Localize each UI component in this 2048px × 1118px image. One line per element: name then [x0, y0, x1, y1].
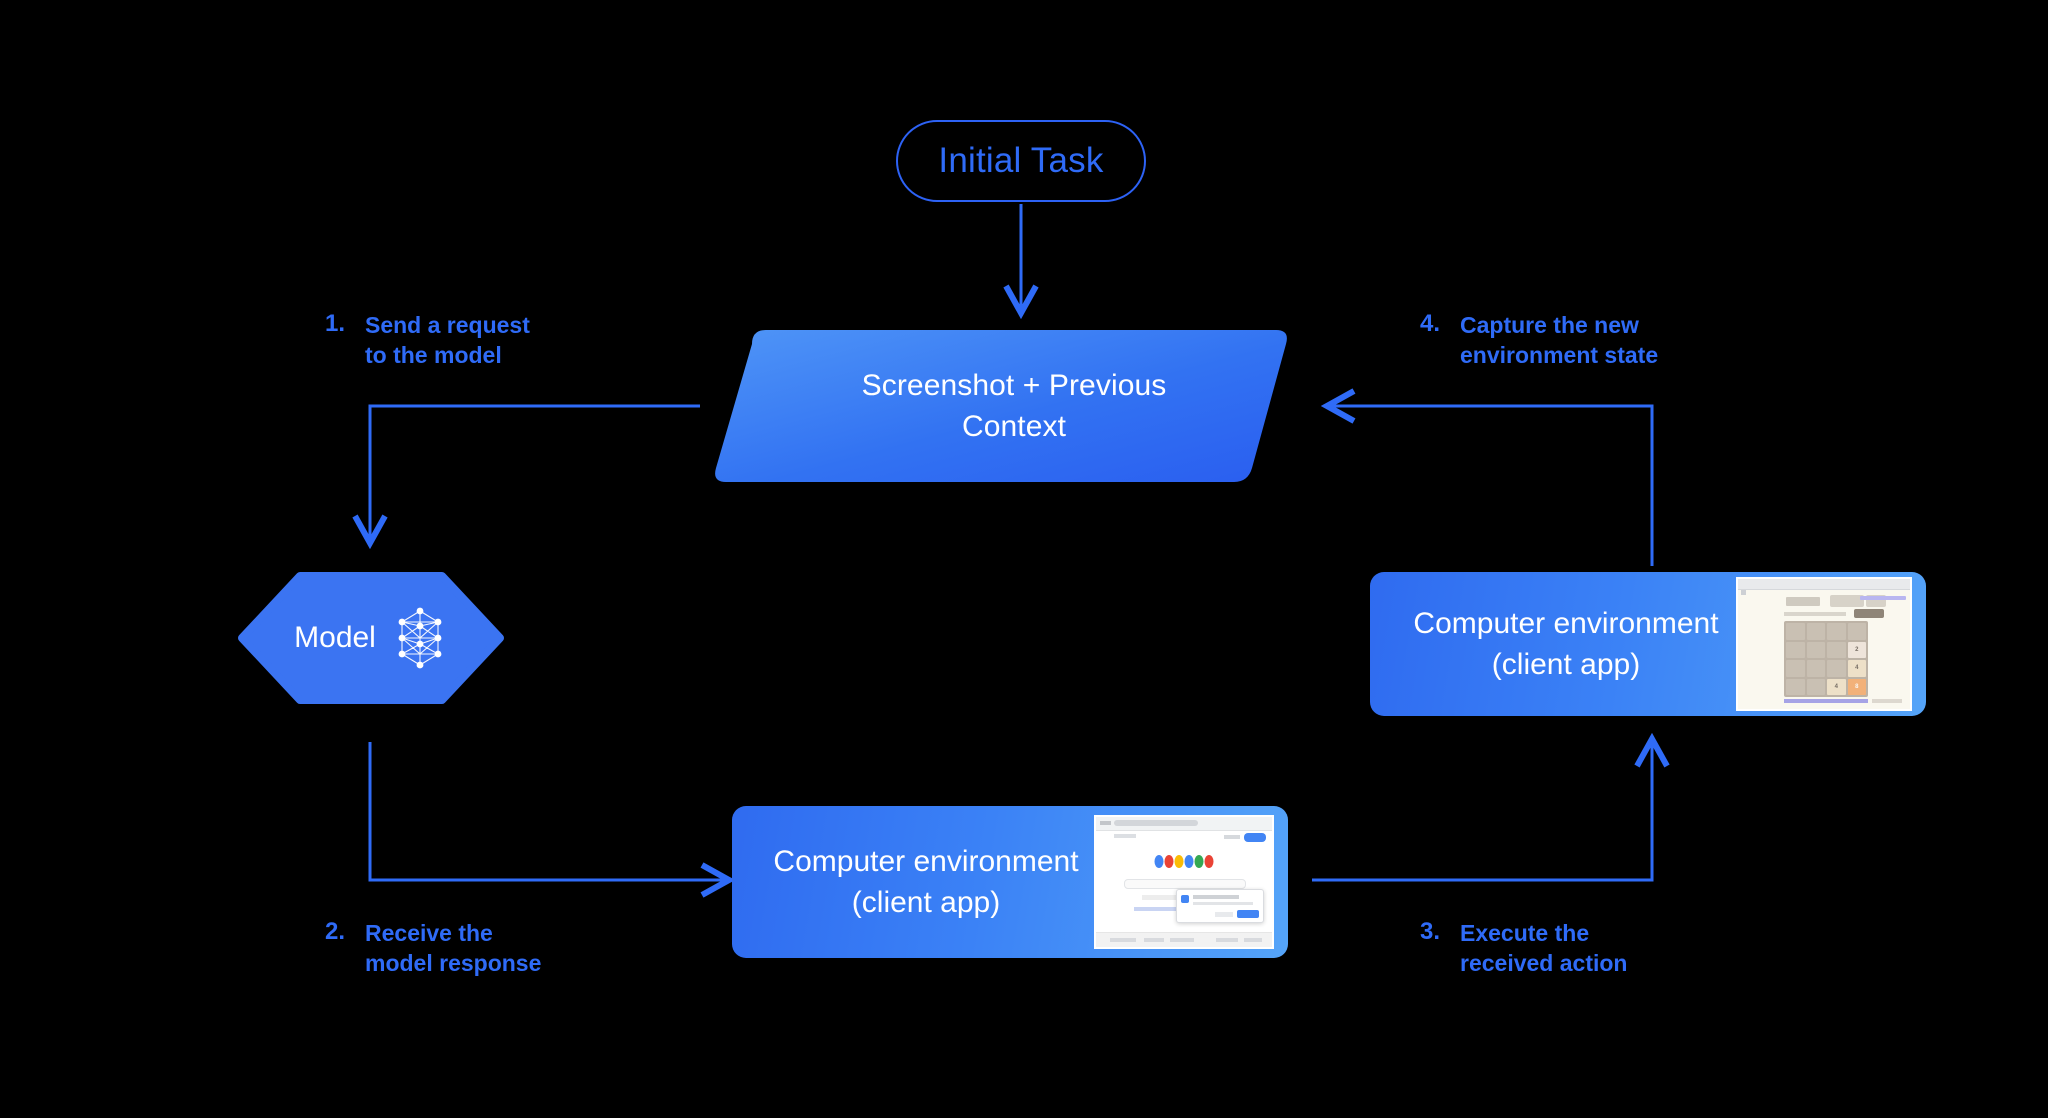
tile — [1827, 623, 1846, 640]
step-2-number: 2. — [325, 918, 346, 945]
environment-bottom-label: Computer environment (client app) — [732, 841, 1094, 923]
consent-dialog — [1176, 889, 1264, 923]
neural-network-icon — [398, 607, 442, 669]
thumbnail-2048-game: 2 4 4 8 — [1736, 577, 1912, 711]
environment-bottom-line1: Computer environment — [773, 845, 1079, 878]
step-4-text: Capture the new environment state — [1460, 312, 1659, 368]
tile — [1847, 623, 1866, 640]
thumbnail-google-search — [1094, 815, 1274, 949]
bookmark-bar — [1114, 834, 1136, 838]
environment-right-line1: Computer environment — [1413, 607, 1719, 640]
game-grid: 2 4 4 8 — [1784, 621, 1868, 697]
dialog-title — [1193, 895, 1239, 899]
tile — [1806, 623, 1825, 640]
google-logo — [1154, 855, 1214, 868]
dialog-body — [1193, 902, 1253, 905]
browser-nav-controls — [1100, 821, 1111, 825]
step-2-label: 2. Receive the model response — [325, 918, 541, 978]
arrow-4-environment-to-context — [1330, 406, 1654, 566]
arrow-3-environment-to-environment — [1312, 742, 1652, 882]
initial-task-label: Initial Task — [938, 141, 1104, 180]
step-1-text: Send a request to the model — [365, 312, 530, 368]
tile: 4 — [1827, 678, 1846, 695]
context-label-line2: Context — [961, 410, 1067, 443]
node-model[interactable]: Model — [238, 572, 504, 704]
arrow-1-context-to-model — [370, 404, 700, 540]
node-context[interactable]: Screenshot + Previous Context — [706, 330, 1322, 482]
tile: 8 — [1847, 678, 1866, 695]
context-label-line1: Screenshot + Previous — [861, 369, 1167, 402]
sign-in-button — [1244, 833, 1266, 842]
step-3-number: 3. — [1420, 918, 1441, 945]
tile — [1827, 660, 1846, 677]
instructions-text — [1784, 612, 1846, 616]
environment-right-label: Computer environment (client app) — [1370, 603, 1736, 685]
tile — [1806, 641, 1825, 658]
context-label: Screenshot + Previous Context — [706, 330, 1322, 482]
tile — [1806, 678, 1825, 695]
node-initial-task[interactable]: Initial Task — [896, 120, 1146, 202]
tile — [1806, 660, 1825, 677]
footer-link — [1784, 699, 1868, 703]
score-box — [1830, 595, 1864, 607]
tile — [1786, 660, 1805, 677]
step-3-text: Execute the received action — [1460, 920, 1628, 976]
address-bar — [1114, 820, 1198, 826]
step-1-number: 1. — [325, 310, 346, 337]
step-2-text: Receive the model response — [365, 920, 542, 976]
page-footer — [1096, 932, 1272, 947]
step-4-label: 4. Capture the new environment state — [1420, 310, 1658, 370]
tile: 2 — [1847, 641, 1866, 658]
arrow-2-model-to-environment — [368, 742, 726, 880]
dialog-secondary-button — [1215, 912, 1233, 917]
tile — [1786, 623, 1805, 640]
model-label: Model — [294, 621, 376, 654]
browser-icon — [1741, 590, 1746, 595]
step-4-number: 4. — [1420, 310, 1441, 337]
tile — [1786, 641, 1805, 658]
footer-text — [1872, 699, 1902, 703]
context-shape — [715, 330, 1287, 482]
header-link — [1860, 596, 1906, 600]
model-shape — [238, 572, 504, 704]
search-input — [1124, 879, 1246, 889]
browser-titlebar — [1738, 579, 1910, 590]
tile — [1827, 641, 1846, 658]
step-1-label: 1. Send a request to the model — [325, 310, 530, 370]
dialog-icon — [1181, 895, 1189, 903]
dialog-primary-button — [1237, 910, 1259, 918]
node-environment-right[interactable]: Computer environment (client app) 2 4 — [1370, 572, 1926, 716]
step-3-label: 3. Execute the received action — [1420, 918, 1627, 978]
new-game-button — [1854, 609, 1884, 618]
header-links — [1224, 835, 1240, 839]
environment-right-line2: (client app) — [1491, 648, 1641, 681]
node-environment-bottom[interactable]: Computer environment (client app) — [732, 806, 1288, 958]
tile — [1786, 678, 1805, 695]
tile: 4 — [1847, 660, 1866, 677]
site-brand-2048 — [1786, 597, 1820, 606]
environment-bottom-line2: (client app) — [851, 886, 1001, 919]
